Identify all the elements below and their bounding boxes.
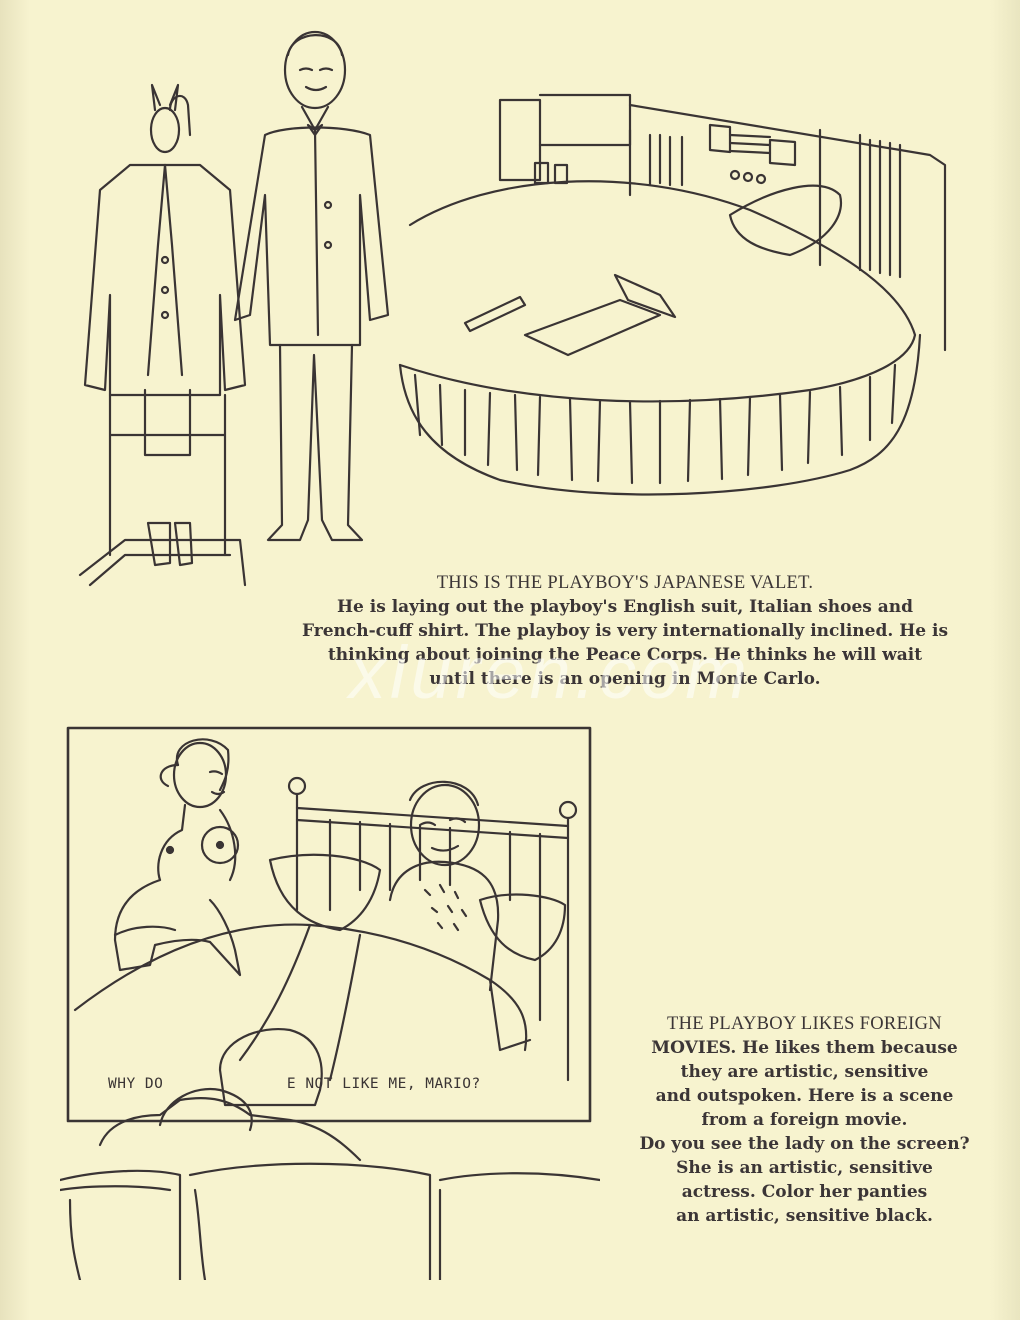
movies-caption-line: from a foreign movie. bbox=[701, 1110, 908, 1130]
movie-subtitle-left: WHY DO bbox=[108, 1076, 164, 1092]
movie-subtitle: WHY DO E NOT LIKE ME, MARIO? bbox=[108, 1076, 578, 1092]
movies-caption-heading: THE PLAYBOY LIKES FOREIGN bbox=[667, 1014, 942, 1034]
movies-caption-line: and outspoken. Here is a scene bbox=[655, 1086, 954, 1106]
valet-caption: THIS IS THE PLAYBOY'S JAPANESE VALET. He… bbox=[265, 571, 985, 691]
movies-caption-line: She is an artistic, sensitive bbox=[676, 1158, 933, 1178]
page-left-edge bbox=[0, 0, 30, 1320]
movie-screen-illustration bbox=[60, 726, 600, 1280]
movies-caption-line: Do you see the lady on the screen? bbox=[639, 1134, 970, 1154]
movies-caption-line: MOVIES. He likes them because bbox=[651, 1038, 958, 1058]
valet-caption-line: until there is an opening in Monte Carlo… bbox=[429, 669, 821, 689]
valet-illustration bbox=[78, 30, 947, 587]
movies-caption-line: they are artistic, sensitive bbox=[680, 1062, 929, 1082]
movies-caption-line: actress. Color her panties bbox=[681, 1182, 928, 1202]
movies-caption-line: an artistic, sensitive black. bbox=[676, 1206, 933, 1226]
valet-caption-line: He is laying out the playboy's English s… bbox=[336, 597, 914, 617]
valet-caption-line: French-cuff shirt. The playboy is very i… bbox=[301, 621, 949, 641]
valet-caption-line: thinking about joining the Peace Corps. … bbox=[327, 645, 923, 665]
movie-subtitle-right: E NOT LIKE ME, MARIO? bbox=[286, 1076, 481, 1092]
page-right-edge bbox=[990, 0, 1020, 1320]
movies-caption: THE PLAYBOY LIKES FOREIGN MOVIES. He lik… bbox=[612, 1012, 997, 1228]
valet-caption-heading: THIS IS THE PLAYBOY'S JAPANESE VALET. bbox=[436, 573, 814, 593]
